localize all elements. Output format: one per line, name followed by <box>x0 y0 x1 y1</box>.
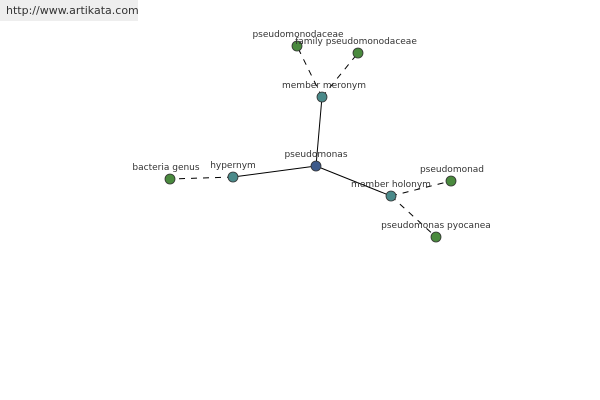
node-pseudomonad[interactable]: pseudomonad <box>420 165 484 187</box>
node-pseudomonas-pyocanea[interactable]: pseudomonas pyocanea <box>381 221 491 243</box>
node-dot-pseudomonas-pyocanea[interactable] <box>430 231 442 243</box>
edge-member-meronym-to-pseudomonodaceae <box>296 45 323 98</box>
edge-center-to-hypernym <box>232 165 317 178</box>
node-label-member-holonym: member holonym <box>351 180 431 190</box>
node-dot-pseudomonad[interactable] <box>445 175 457 187</box>
node-pseudomonodaceae[interactable]: pseudomonodaceae <box>252 30 344 52</box>
node-family-pseudomonodaceae[interactable]: family pseudomonodaceae <box>295 37 417 59</box>
node-dot-pseudomonodaceae[interactable] <box>291 40 303 52</box>
node-hypernym[interactable]: hypernym <box>210 161 256 183</box>
edge-member-holonym-to-pseudomonas-pyocanea <box>390 195 437 238</box>
node-label-pseudomonad: pseudomonad <box>420 165 484 175</box>
node-member-meronym[interactable]: member meronym <box>282 81 366 103</box>
node-dot-family-pseudomonodaceae[interactable] <box>352 47 364 59</box>
graph-nodes: pseudomonas member meronym hypernym member … <box>132 30 491 243</box>
node-label-member-meronym: member meronym <box>282 81 366 91</box>
edge-center-to-member-holonym <box>315 165 392 197</box>
node-label-hypernym: hypernym <box>210 161 256 171</box>
node-bacteria-genus[interactable]: bacteria genus <box>132 163 200 185</box>
node-dot-hypernym[interactable] <box>227 171 239 183</box>
edge-center-to-member-meronym <box>315 96 323 167</box>
edge-member-meronym-to-family-pseudomonodaceae <box>321 52 359 98</box>
node-label-pseudomonodaceae: pseudomonodaceae <box>252 30 344 40</box>
node-member-holonym[interactable]: member holonym <box>351 180 431 202</box>
node-dot-member-holonym[interactable] <box>385 190 397 202</box>
graph-edges <box>169 45 452 238</box>
node-label-center: pseudomonas <box>284 150 347 160</box>
node-label-family-pseudomonodaceae: family pseudomonodaceae <box>295 37 417 47</box>
edge-hypernym-to-bacteria-genus <box>169 176 234 180</box>
node-center[interactable]: pseudomonas <box>284 150 348 172</box>
node-dot-center[interactable] <box>310 160 322 172</box>
node-label-bacteria-genus: bacteria genus <box>132 163 199 173</box>
node-label-pseudomonas-pyocanea: pseudomonas pyocanea <box>381 221 491 231</box>
watermark-url: http://www.artikata.com <box>0 0 139 21</box>
node-dot-member-meronym[interactable] <box>316 91 328 103</box>
node-dot-bacteria-genus[interactable] <box>164 173 176 185</box>
edge-member-holonym-to-pseudomonad <box>390 180 452 197</box>
